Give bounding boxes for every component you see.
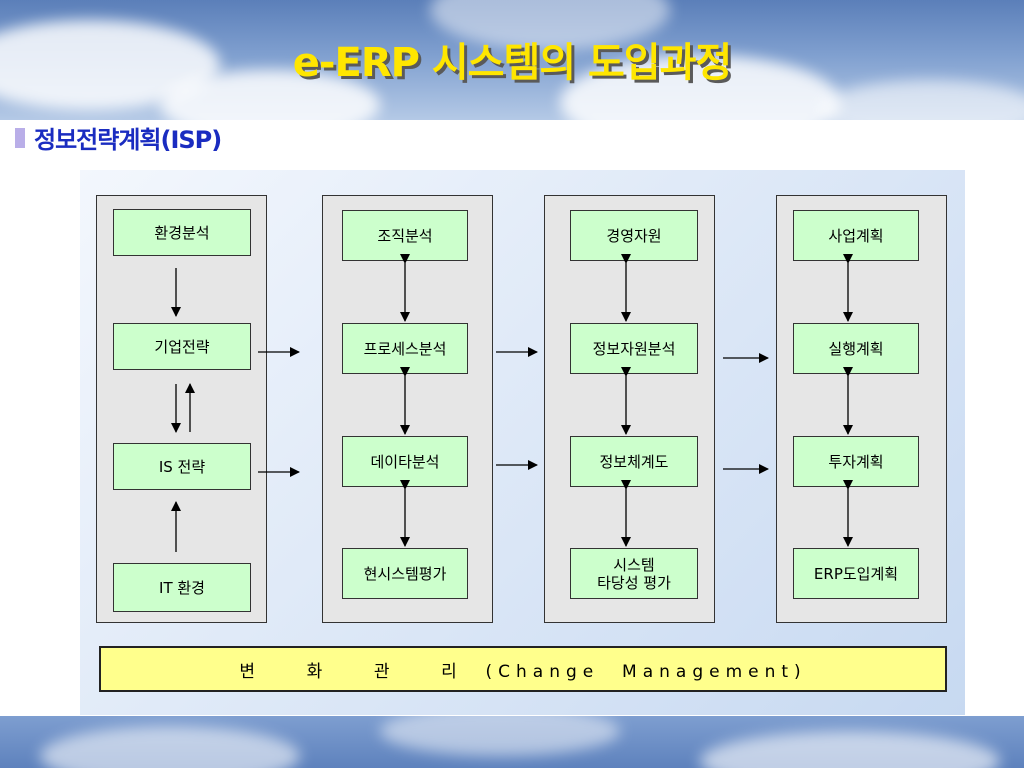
change-management-bar: 변 화 관 리 (Change Management) — [99, 646, 947, 692]
box-current-system-eval: 현시스템평가 — [342, 548, 468, 599]
box-mgmt-resources: 경영자원 — [570, 210, 698, 261]
slide-title: e-ERP 시스템의 도입과정 — [292, 40, 732, 86]
box-corporate-strategy: 기업전략 — [113, 323, 251, 370]
box-process-analysis: 프로세스분석 — [342, 323, 468, 374]
box-business-plan: 사업계획 — [793, 210, 919, 261]
box-execution-plan: 실행계획 — [793, 323, 919, 374]
header-sky-background — [0, 0, 1024, 120]
box-env-analysis: 환경분석 — [113, 209, 251, 256]
column-env — [96, 195, 267, 623]
box-it-environment: IT 환경 — [113, 563, 251, 612]
box-data-analysis: 데이타분석 — [342, 436, 468, 487]
box-system-feasibility: 시스템 타당성 평가 — [570, 548, 698, 599]
box-info-resource-analysis: 정보자원분석 — [570, 323, 698, 374]
box-erp-adoption-plan: ERP도입계획 — [793, 548, 919, 599]
box-is-strategy: IS 전략 — [113, 443, 251, 490]
slide-subtitle: 정보전략계획(ISP) — [34, 126, 222, 154]
box-investment-plan: 투자계획 — [793, 436, 919, 487]
box-info-system-map: 정보체계도 — [570, 436, 698, 487]
bullet-icon — [15, 128, 25, 148]
footer-sky-background — [0, 716, 1024, 768]
box-org-analysis: 조직분석 — [342, 210, 468, 261]
